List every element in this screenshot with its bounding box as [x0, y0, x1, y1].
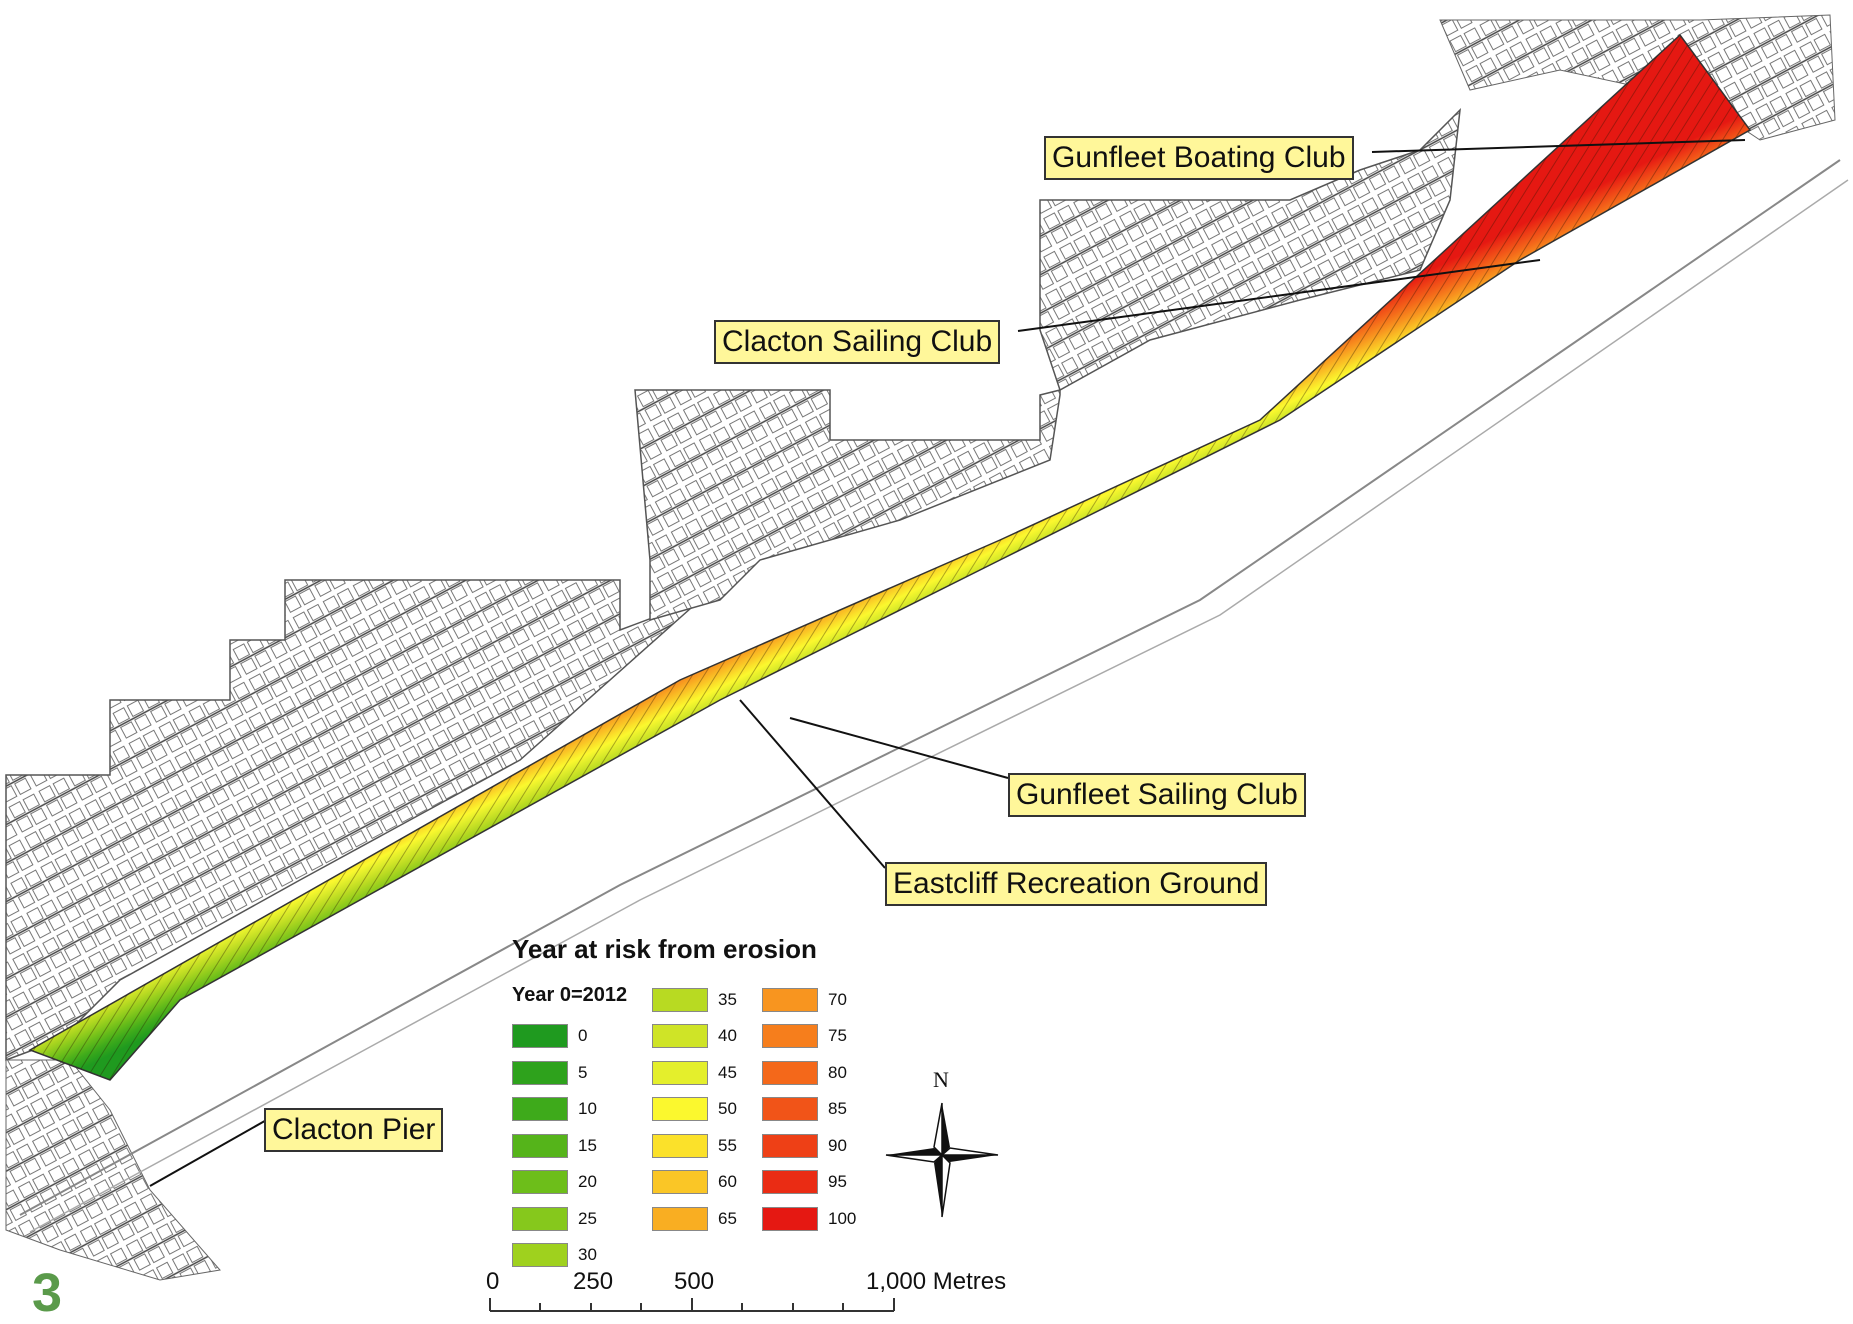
legend-label-100: 100 — [828, 1208, 857, 1228]
figure-number: 3 — [32, 1263, 63, 1323]
legend-label-70: 70 — [828, 989, 847, 1009]
legend-swatch-65 — [652, 1206, 708, 1231]
callout-leaders — [149, 139, 1746, 1187]
legend-swatch-10 — [512, 1097, 568, 1121]
legend-label-80: 80 — [828, 1062, 847, 1082]
leader-clacton-sailing-club — [1017, 259, 1541, 332]
legend-label-85: 85 — [828, 1099, 847, 1118]
legend-label-50: 50 — [718, 1099, 737, 1118]
street-block-central — [634, 389, 1061, 621]
urban-street-background — [5, 14, 1836, 1281]
scale-label-250: 250 — [573, 1268, 614, 1295]
legend-label-75: 75 — [828, 1026, 847, 1045]
scale-label-1000: 1,000 Metres — [866, 1268, 1007, 1295]
legend-label-0: 0 — [578, 1026, 588, 1045]
legend-swatch-100 — [762, 1206, 818, 1231]
legend-swatch-20 — [512, 1170, 568, 1194]
north-label: N — [933, 1067, 949, 1092]
legend-swatch-30 — [512, 1243, 568, 1267]
legend-swatch-90 — [762, 1133, 818, 1158]
legend-label-35: 35 — [718, 989, 737, 1009]
legend-label-95: 95 — [828, 1172, 847, 1191]
legend-swatch-75 — [762, 1024, 818, 1048]
legend-label-45: 45 — [718, 1062, 737, 1082]
scale-bar — [489, 1298, 895, 1312]
callout-clacton-pier: Clacton Pier — [264, 1108, 444, 1152]
legend-swatch-40 — [652, 1024, 708, 1048]
legend-label-90: 90 — [828, 1135, 847, 1155]
compass-rose-icon — [885, 1102, 999, 1218]
legend-label-5: 5 — [578, 1062, 588, 1082]
legend-swatch-50 — [652, 1097, 708, 1121]
legend-label-25: 25 — [578, 1208, 597, 1228]
scale-label-500: 500 — [674, 1268, 715, 1295]
erosion-band-hatching — [30, 35, 1750, 1080]
leader-gunfleet-boating-club — [1371, 139, 1746, 153]
scale-label-0: 0 — [486, 1268, 500, 1295]
callout-eastcliff-recreation-ground: Eastcliff Recreation Ground — [885, 862, 1268, 906]
legend-label-65: 65 — [718, 1208, 737, 1228]
legend-swatch-15 — [512, 1133, 568, 1158]
callout-clacton-sailing-club: Clacton Sailing Club — [714, 320, 1001, 364]
legend-year-zero: Year 0=2012 — [512, 984, 628, 1006]
legend-swatch-45 — [652, 1060, 708, 1085]
legend-swatch-60 — [652, 1170, 708, 1194]
legend-swatch-95 — [762, 1170, 818, 1194]
legend-swatch-35 — [652, 987, 708, 1012]
legend-swatch-55 — [652, 1133, 708, 1158]
legend-label-60: 60 — [718, 1172, 737, 1191]
legend-swatch-25 — [512, 1206, 568, 1231]
legend-label-30: 30 — [578, 1245, 597, 1264]
leader-clacton-pier — [149, 1117, 271, 1187]
legend-swatch-5 — [512, 1060, 568, 1085]
legend-label-15: 15 — [578, 1135, 597, 1155]
legend-swatch-85 — [762, 1097, 818, 1121]
shoreline-line — [19, 159, 1841, 1216]
erosion-risk-band — [28, 33, 1752, 1081]
legend-label-55: 55 — [718, 1135, 737, 1155]
street-block-pier — [5, 1059, 221, 1281]
legend-label-10: 10 — [578, 1099, 597, 1118]
leader-eastcliff-recreation-ground — [739, 699, 886, 869]
callout-gunfleet-sailing-club: Gunfleet Sailing Club — [1008, 773, 1306, 817]
legend-title: Year at risk from erosion — [512, 934, 817, 964]
legend-swatch-80 — [762, 1060, 818, 1085]
callout-gunfleet-boating-club: Gunfleet Boating Club — [1044, 136, 1354, 180]
leader-gunfleet-sailing-club — [789, 717, 1009, 779]
street-block-west — [5, 579, 701, 1062]
legend-swatch-70 — [762, 987, 818, 1012]
legend-label-20: 20 — [578, 1172, 597, 1191]
legend-label-40: 40 — [718, 1026, 737, 1045]
legend-swatch-0 — [512, 1024, 568, 1048]
